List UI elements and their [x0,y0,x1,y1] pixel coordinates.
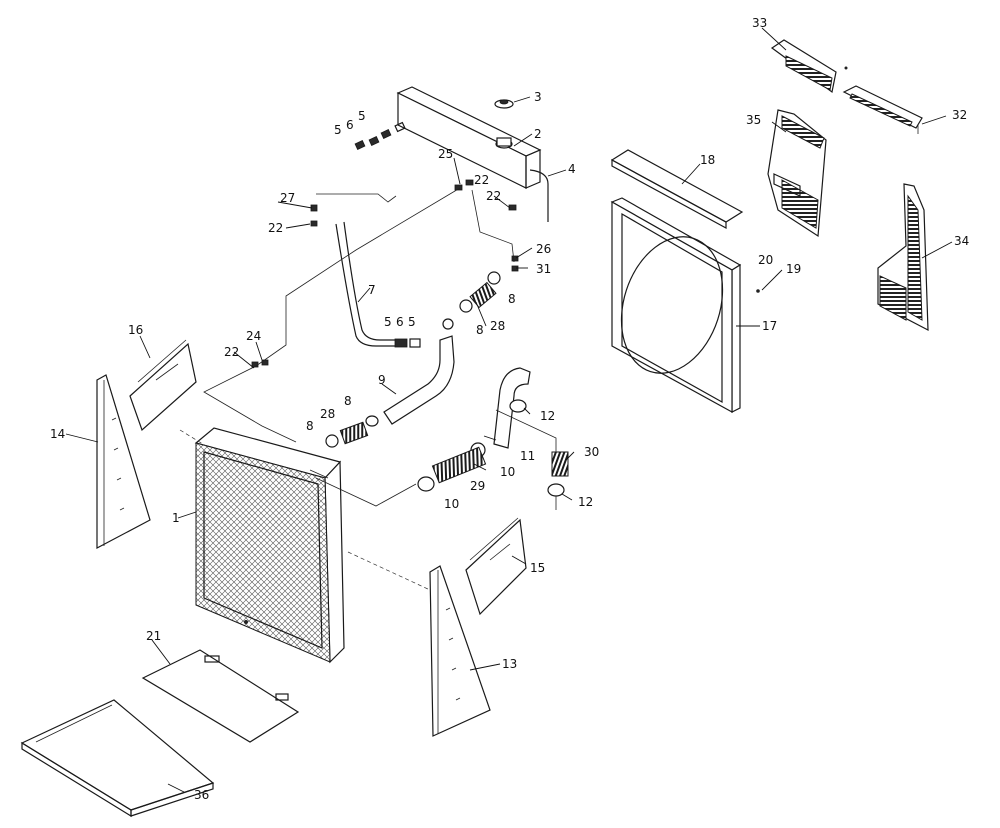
radiator [194,427,345,664]
top-cover-plate [141,649,300,743]
front-grille [842,85,923,134]
coupler-large [431,446,487,484]
callout-17: 17 [762,319,777,333]
callout-13: 13 [502,657,517,671]
side-baffle-right [429,565,491,737]
callout-31: 31 [536,262,551,276]
callout-34: 34 [954,234,969,248]
callout-8c: 8 [344,394,352,408]
coupler [339,281,497,445]
grille-panel [767,109,827,238]
leader-lines [65,27,953,793]
callout-5c: 5 [384,315,392,329]
callout-3: 3 [534,90,542,104]
callout-5b: 5 [358,109,366,123]
callout-8a: 8 [508,292,516,306]
callout-2: 2 [534,127,542,141]
callout-28a: 28 [490,319,505,333]
callout-8b: 8 [476,323,484,337]
callout-28b: 28 [320,407,335,421]
callout-5d: 5 [408,315,416,329]
deflector-left [129,339,197,432]
callout-32: 32 [952,108,967,122]
callout-9: 9 [378,373,386,387]
callout-labels: 1 2 3 4 5 5 5 5 6 6 7 8 8 8 8 9 10 10 11… [50,16,969,802]
callout-24: 24 [246,329,261,343]
shroud-top-plate [610,149,744,230]
callout-10a: 10 [500,465,515,479]
callout-10b: 10 [444,497,459,511]
callout-30: 30 [584,445,599,459]
side-baffle-left [96,374,151,549]
cap [494,99,514,109]
callout-15: 15 [530,561,545,575]
callout-14: 14 [50,427,65,441]
deflector-right [465,517,527,616]
callout-5a: 5 [334,123,342,137]
side-grille [877,183,929,332]
callout-18: 18 [700,153,715,167]
callout-6a: 6 [346,118,354,132]
callout-4: 4 [568,162,576,176]
upper-grille [770,39,848,94]
fitting [354,121,406,150]
callout-6b: 6 [396,315,404,329]
reservoir-tank [396,86,542,189]
callout-36: 36 [194,788,209,802]
bottom-guard [20,699,215,818]
upper-hose [335,221,421,348]
callout-1: 1 [172,511,180,525]
callout-19: 19 [786,262,801,276]
callout-29: 29 [470,479,485,493]
filter-element [551,451,569,510]
overflow-tube [529,169,549,222]
callout-12b: 12 [578,495,593,509]
callout-22c: 22 [224,345,239,359]
callout-11: 11 [520,449,535,463]
callout-26: 26 [536,242,551,256]
callout-35: 35 [746,113,761,127]
routing-lines [179,187,557,591]
fan-shroud [610,197,760,414]
callout-12a: 12 [540,409,555,423]
callout-20: 20 [758,253,773,267]
clamp [325,271,501,448]
callout-25: 25 [438,147,453,161]
callout-27: 27 [280,191,295,205]
lower-hose [383,335,455,425]
callout-16: 16 [128,323,143,337]
callout-22b: 22 [486,189,501,203]
callout-33: 33 [752,16,767,30]
callout-22a: 22 [268,221,283,235]
callout-7: 7 [368,283,376,297]
callout-22d: 22 [474,173,489,187]
callout-8d: 8 [306,419,314,433]
callout-21: 21 [146,629,161,643]
fitting-small [251,179,519,368]
